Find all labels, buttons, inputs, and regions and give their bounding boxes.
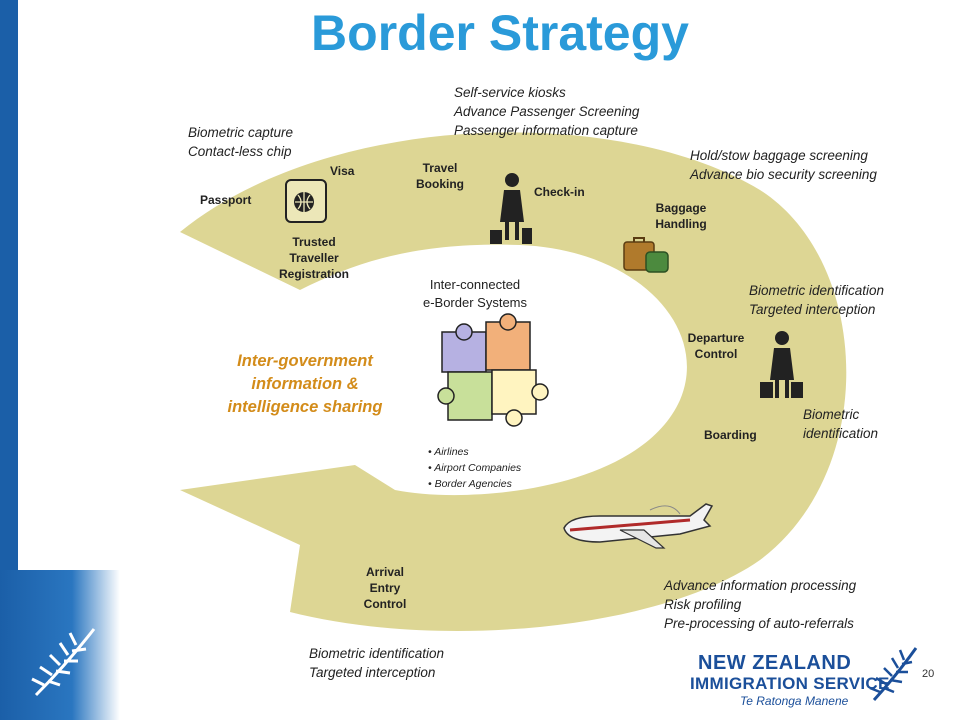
hub-bullet: Airport Companies: [428, 460, 521, 476]
stage-passport: Passport: [200, 193, 252, 207]
note-biometric-capture: Biometric capture Contact-less chip: [188, 125, 294, 159]
stage-boarding: Boarding: [704, 428, 757, 442]
fern-logo-icon: [869, 647, 918, 702]
stage-departure-control: Departure Control: [687, 331, 745, 361]
note-hold-stow: Hold/stow baggage screening Advance bio …: [690, 148, 877, 182]
stage-arrival-entry-control: Arrival Entry Control: [363, 565, 407, 611]
puzzle-icon: [437, 313, 549, 427]
sidebar-band: [0, 0, 18, 720]
stage-baggage-handling: Baggage Handling: [655, 201, 707, 231]
hub-bullet-list: Airlines Airport Companies Border Agenci…: [428, 444, 521, 492]
page-title: Border Strategy: [311, 5, 689, 61]
stage-check-in: Check-in: [534, 185, 585, 199]
fern-icon: [31, 628, 96, 697]
logo-line2: IMMIGRATION SERVICE: [690, 674, 890, 693]
page-number: 20: [922, 668, 935, 680]
baggage-icon: [623, 237, 669, 273]
hub-bullet: Border Agencies: [428, 476, 521, 492]
note-biometric-identification: Biometric identification: [803, 407, 879, 441]
cycle-ring: [180, 132, 847, 631]
note-biometric-targeted-arrival: Biometric identification Targeted interc…: [309, 646, 445, 680]
inter-government-label: Inter-government information & intellige…: [227, 352, 383, 416]
passport-icon: [285, 179, 327, 223]
traveller-icon: [760, 331, 803, 398]
stage-travel-booking: Travel Booking: [416, 161, 464, 191]
note-advance-info: Advance information processing Risk prof…: [664, 578, 857, 631]
logo-line3: Te Ratonga Manene: [740, 694, 849, 708]
hub-title: Inter-connected e-Border Systems: [422, 277, 528, 310]
hub-bullet: Airlines: [428, 444, 521, 460]
note-self-service: Self-service kiosks Advance Passenger Sc…: [454, 85, 640, 138]
logo-line1: NEW ZEALAND: [698, 652, 852, 674]
stage-visa: Visa: [330, 164, 355, 178]
stage-trusted-traveller: Trusted Traveller Registration: [278, 235, 349, 281]
note-biometric-targeted: Biometric identification Targeted interc…: [749, 283, 885, 317]
traveller-icon: [490, 173, 532, 244]
airplane-icon: [563, 503, 714, 549]
